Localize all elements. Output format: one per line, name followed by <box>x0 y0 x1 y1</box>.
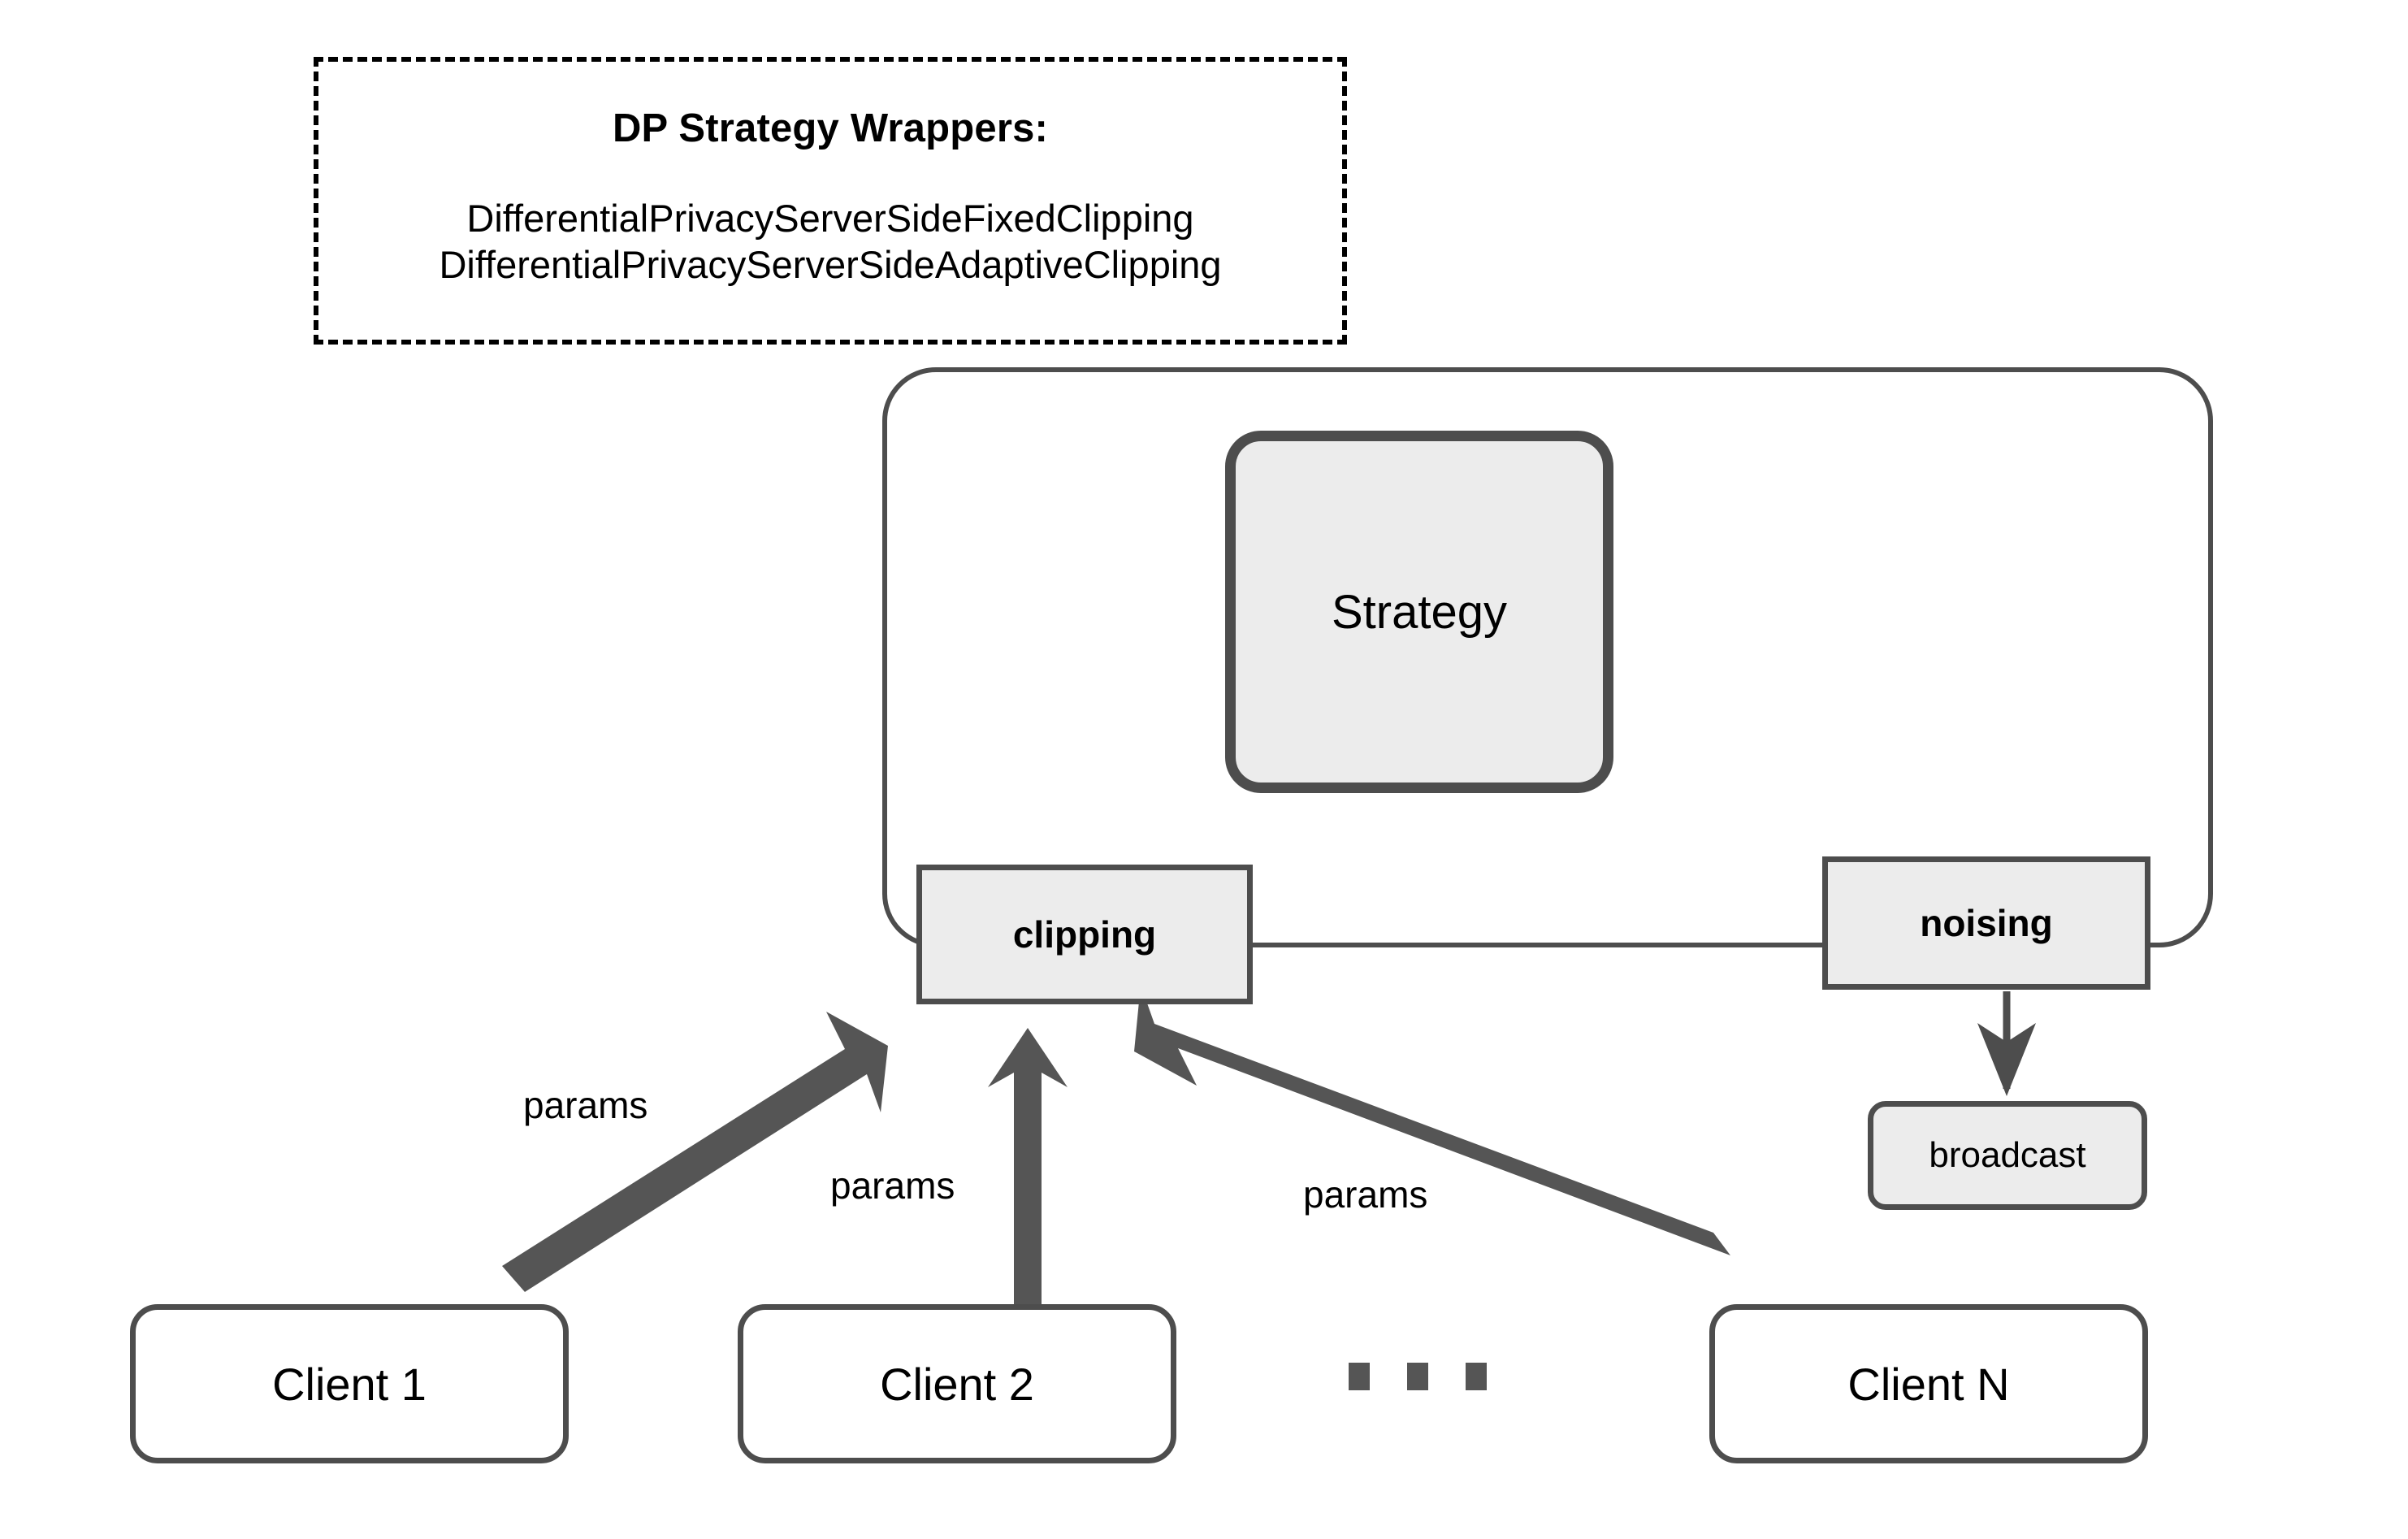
broadcast-label: broadcast <box>1929 1135 2086 1175</box>
clients-ellipsis-icon <box>1349 1363 1511 1395</box>
client-1-label: Client 1 <box>272 1358 427 1410</box>
strategy-label: Strategy <box>1332 585 1507 639</box>
edge-label-params-client1: params <box>523 1084 648 1126</box>
client-1-node[interactable]: Client 1 <box>130 1304 569 1463</box>
ellipsis-dot <box>1466 1363 1487 1390</box>
client-2-node[interactable]: Client 2 <box>738 1304 1176 1463</box>
clipping-node[interactable]: clipping <box>916 865 1253 1004</box>
clipping-label: clipping <box>1012 913 1157 956</box>
edge-label-params-clientn: params <box>1303 1173 1428 1216</box>
noising-node[interactable]: noising <box>1822 856 2150 990</box>
ellipsis-dot <box>1349 1363 1370 1390</box>
edge-client1-params-arrow <box>502 1012 888 1292</box>
client-n-node[interactable]: Client N <box>1709 1304 2148 1463</box>
client-n-label: Client N <box>1847 1358 2010 1410</box>
strategy-node[interactable]: Strategy <box>1225 431 1613 793</box>
broadcast-node[interactable]: broadcast <box>1868 1101 2147 1210</box>
noising-label: noising <box>1920 902 2053 944</box>
ellipsis-dot <box>1407 1363 1428 1390</box>
annotation-title: DP Strategy Wrappers: <box>612 106 1049 150</box>
client-2-label: Client 2 <box>880 1358 1034 1410</box>
edge-clientn-params-arrow <box>1134 985 1730 1255</box>
edge-client2-params-arrow <box>988 1028 1068 1320</box>
dp-strategy-wrappers-annotation: DP Strategy Wrappers: DifferentialPrivac… <box>314 57 1347 345</box>
annotation-wrapper-adaptive-clipping: DifferentialPrivacyServerSideAdaptiveCli… <box>439 243 1222 287</box>
annotation-wrapper-fixed-clipping: DifferentialPrivacyServerSideFixedClippi… <box>466 197 1194 240</box>
edge-label-params-client2: params <box>830 1164 955 1207</box>
